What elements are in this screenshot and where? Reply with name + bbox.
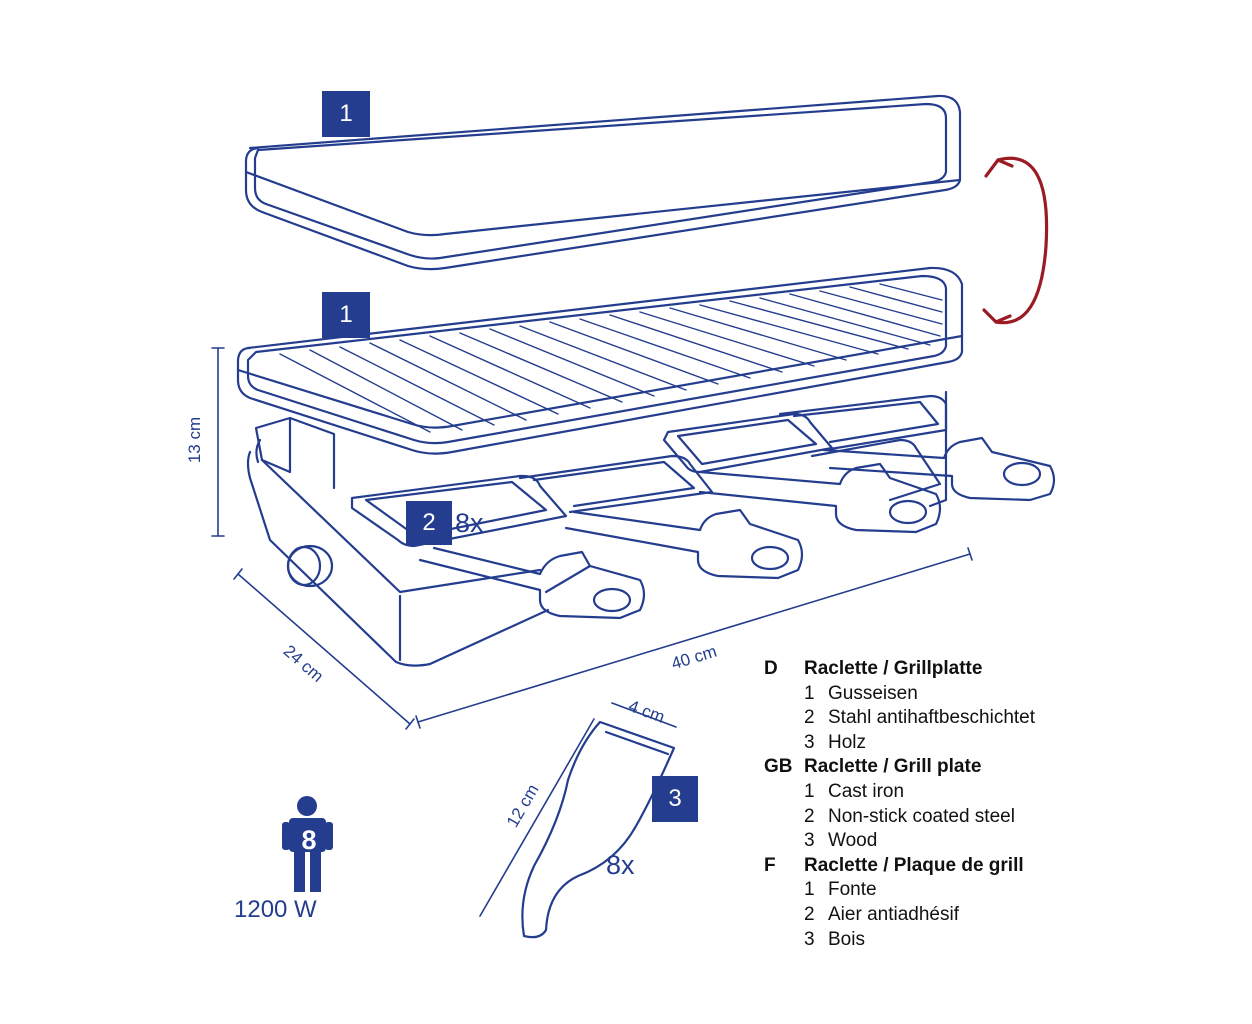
grill-plate <box>236 266 964 455</box>
legend-item-number: 3 <box>804 731 815 753</box>
person-count: 8 <box>301 825 317 855</box>
legend-item-text: Cast iron <box>828 780 905 802</box>
raclette-pans <box>350 394 948 548</box>
legend-item-number: 3 <box>804 830 815 852</box>
pan-quantity: 8x <box>455 508 484 538</box>
legend-item-text: Aier antiadhésif <box>828 903 959 925</box>
legend-item-number: 1 <box>804 879 815 901</box>
legend-item: 1 Gusseisen <box>764 682 1035 707</box>
legend-item: 2 Aier antiadhésif <box>764 903 1035 928</box>
control-knob <box>286 544 334 588</box>
legend-item-number: 1 <box>804 780 815 802</box>
badge-grill-plate: 1 <box>322 292 370 338</box>
badge-spatula: 3 <box>652 776 698 822</box>
power-rating: 1200 W <box>234 896 317 923</box>
legend-item: 3 Wood <box>764 829 1035 854</box>
legend-item-number: 2 <box>804 707 815 729</box>
legend-item-number: 3 <box>804 928 815 950</box>
legend-item: 1 Fonte <box>764 878 1035 903</box>
pan-handles <box>418 436 1056 620</box>
legend-item-text: Fonte <box>828 879 877 901</box>
legend-item-text: Gusseisen <box>828 682 918 704</box>
base-unit <box>246 390 948 667</box>
legend-item-text: Holz <box>828 731 867 753</box>
legend-lang: D <box>764 658 778 679</box>
legend-item: 2 Stahl antihaftbeschichtet <box>764 706 1035 731</box>
top-plate <box>244 94 962 271</box>
legend-title: Raclette / Grillplatte <box>804 658 983 679</box>
legend-item-text: Stahl antihaftbeschichtet <box>828 707 1036 729</box>
material-legend: D Raclette / Grillplatte 1 Gusseisen 2 Sta… <box>764 657 1035 952</box>
legend-lang: F <box>764 854 776 876</box>
height-label: 13 cm <box>185 416 205 464</box>
badge-top-plate: 1 <box>322 91 370 137</box>
legend-section-d: D Raclette / Grillplatte <box>764 657 1035 682</box>
legend-item: 2 Non-stick coated steel <box>764 805 1035 830</box>
legend-title: Raclette / Grill plate <box>804 756 982 778</box>
flip-arrow-icon <box>982 156 1049 325</box>
legend-item-number: 2 <box>804 805 815 827</box>
legend-item: 1 Cast iron <box>764 780 1035 805</box>
legend-item-text: Wood <box>828 830 878 852</box>
legend-item: 3 Bois <box>764 928 1035 953</box>
legend-item: 3 Holz <box>764 731 1035 756</box>
badge-pan: 2 <box>406 501 452 545</box>
legend-item-number: 1 <box>804 682 815 704</box>
spatula <box>521 720 676 939</box>
legend-section-gb: GB Raclette / Grill plate <box>764 755 1035 780</box>
legend-section-f: F Raclette / Plaque de grill <box>764 854 1035 879</box>
dimension-lines <box>211 347 973 917</box>
legend-lang: GB <box>764 756 793 778</box>
legend-item-text: Non-stick coated steel <box>828 805 1015 827</box>
legend-title: Raclette / Plaque de grill <box>804 854 1024 876</box>
person-icon <box>282 796 333 892</box>
spatula-quantity: 8x <box>606 850 635 880</box>
legend-item-text: Bois <box>828 928 865 950</box>
legend-item-number: 2 <box>804 903 815 925</box>
